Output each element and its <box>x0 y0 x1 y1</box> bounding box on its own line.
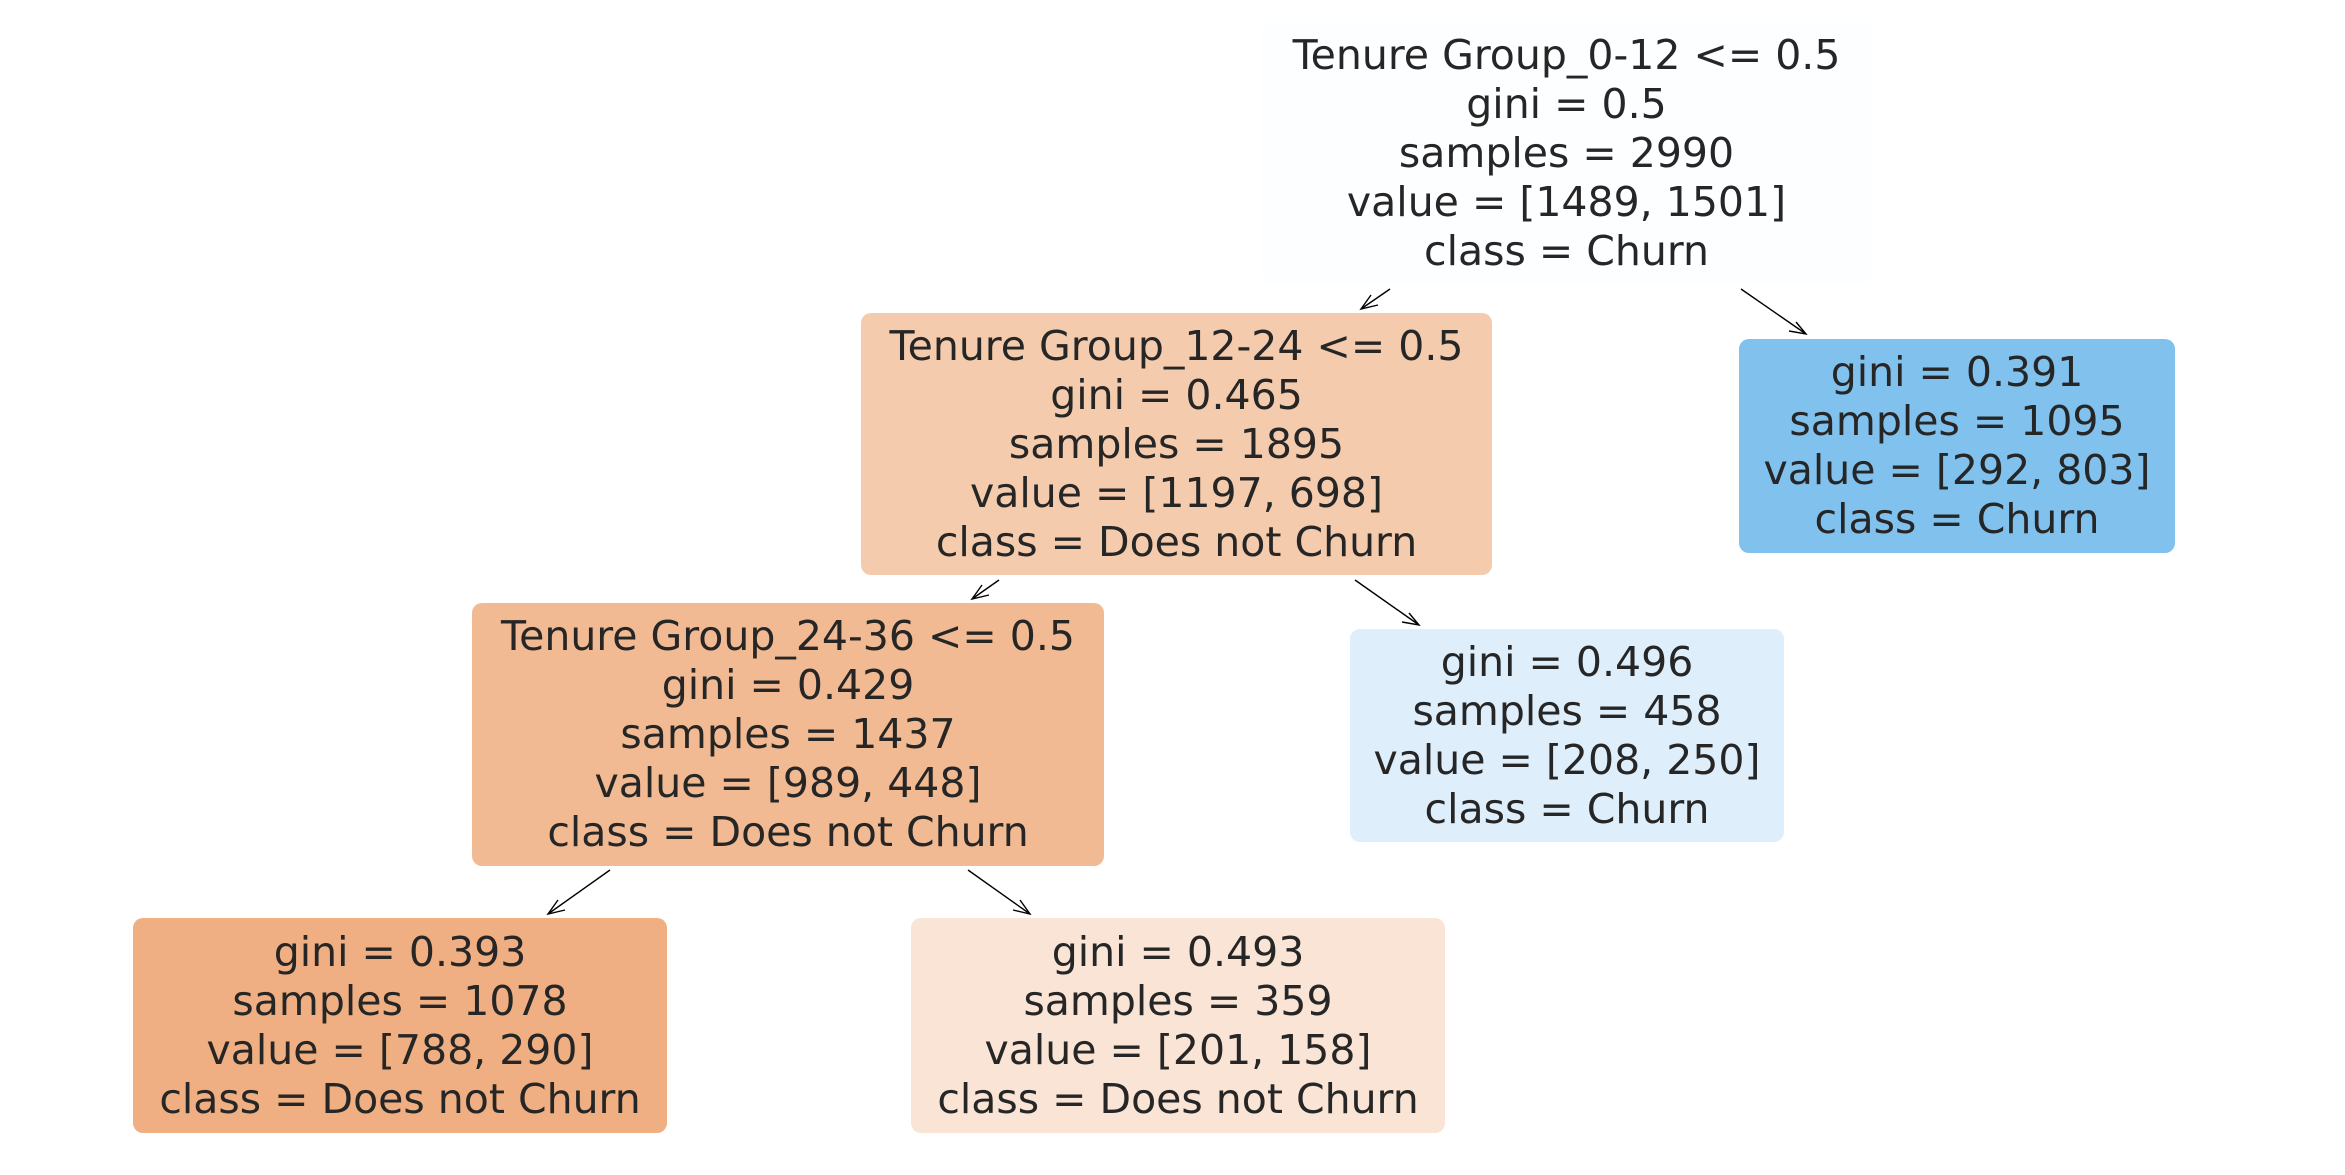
node-class: class = Does not Churn <box>935 517 1418 566</box>
node-samples: samples = 1895 <box>1008 419 1345 468</box>
tree-leaf-1078: gini = 0.393 samples = 1078 value = [788… <box>133 918 667 1133</box>
node-value: value = [1489, 1501] <box>1346 177 1787 226</box>
node-split-label: Tenure Group_12-24 <= 0.5 <box>889 321 1464 370</box>
tree-leaf-1095: gini = 0.391 samples = 1095 value = [292… <box>1739 339 2175 553</box>
node-samples: samples = 2990 <box>1398 128 1735 177</box>
node-value: value = [1197, 698] <box>969 468 1384 517</box>
node-samples: samples = 1095 <box>1789 397 2125 445</box>
node-value: value = [208, 250] <box>1373 735 1761 784</box>
node-samples: samples = 359 <box>1023 976 1333 1025</box>
node-class: class = Churn <box>1424 226 1709 275</box>
node-gini: gini = 0.493 <box>1051 927 1305 976</box>
tree-leaf-359: gini = 0.493 samples = 359 value = [201,… <box>911 918 1445 1133</box>
node-gini: gini = 0.391 <box>1830 348 2084 396</box>
node-value: value = [788, 290] <box>206 1025 594 1074</box>
node-class: class = Does not Churn <box>159 1074 641 1123</box>
node-gini: gini = 0.465 <box>1050 370 1303 419</box>
node-value: value = [989, 448] <box>594 759 982 807</box>
edge-root-to-leaf-churn <box>1740 288 1808 336</box>
edge-tenure-12-24-to-tenure-24-36 <box>970 579 1000 601</box>
edge-tenure-24-36-to-leaf-359 <box>967 869 1032 916</box>
node-samples: samples = 458 <box>1412 686 1722 735</box>
node-split-label: Tenure Group_24-36 <= 0.5 <box>501 612 1075 660</box>
node-gini: gini = 0.429 <box>661 661 915 709</box>
node-value: value = [201, 158] <box>984 1025 1372 1074</box>
node-gini: gini = 0.496 <box>1440 637 1694 686</box>
node-class: class = Churn <box>1814 495 2100 543</box>
tree-node-root: Tenure Group_0-12 <= 0.5 gini = 0.5 samp… <box>1262 22 1871 284</box>
node-gini: gini = 0.393 <box>273 927 527 976</box>
node-split-label: Tenure Group_0-12 <= 0.5 <box>1292 30 1841 79</box>
node-class: class = Does not Churn <box>937 1074 1419 1123</box>
node-class: class = Does not Churn <box>547 808 1029 856</box>
tree-node-tenure-24-36: Tenure Group_24-36 <= 0.5 gini = 0.429 s… <box>472 603 1104 866</box>
node-samples: samples = 1437 <box>620 710 956 758</box>
edge-root-to-tenure-12-24 <box>1359 288 1391 311</box>
node-samples: samples = 1078 <box>232 976 568 1025</box>
tree-node-tenure-12-24: Tenure Group_12-24 <= 0.5 gini = 0.465 s… <box>861 313 1492 575</box>
node-gini: gini = 0.5 <box>1466 79 1667 128</box>
tree-leaf-458: gini = 0.496 samples = 458 value = [208,… <box>1350 629 1784 842</box>
edge-tenure-24-36-to-leaf-1078 <box>546 869 611 916</box>
edge-tenure-12-24-to-leaf-458 <box>1354 579 1421 627</box>
node-class: class = Churn <box>1424 784 1710 833</box>
node-value: value = [292, 803] <box>1763 446 2151 494</box>
